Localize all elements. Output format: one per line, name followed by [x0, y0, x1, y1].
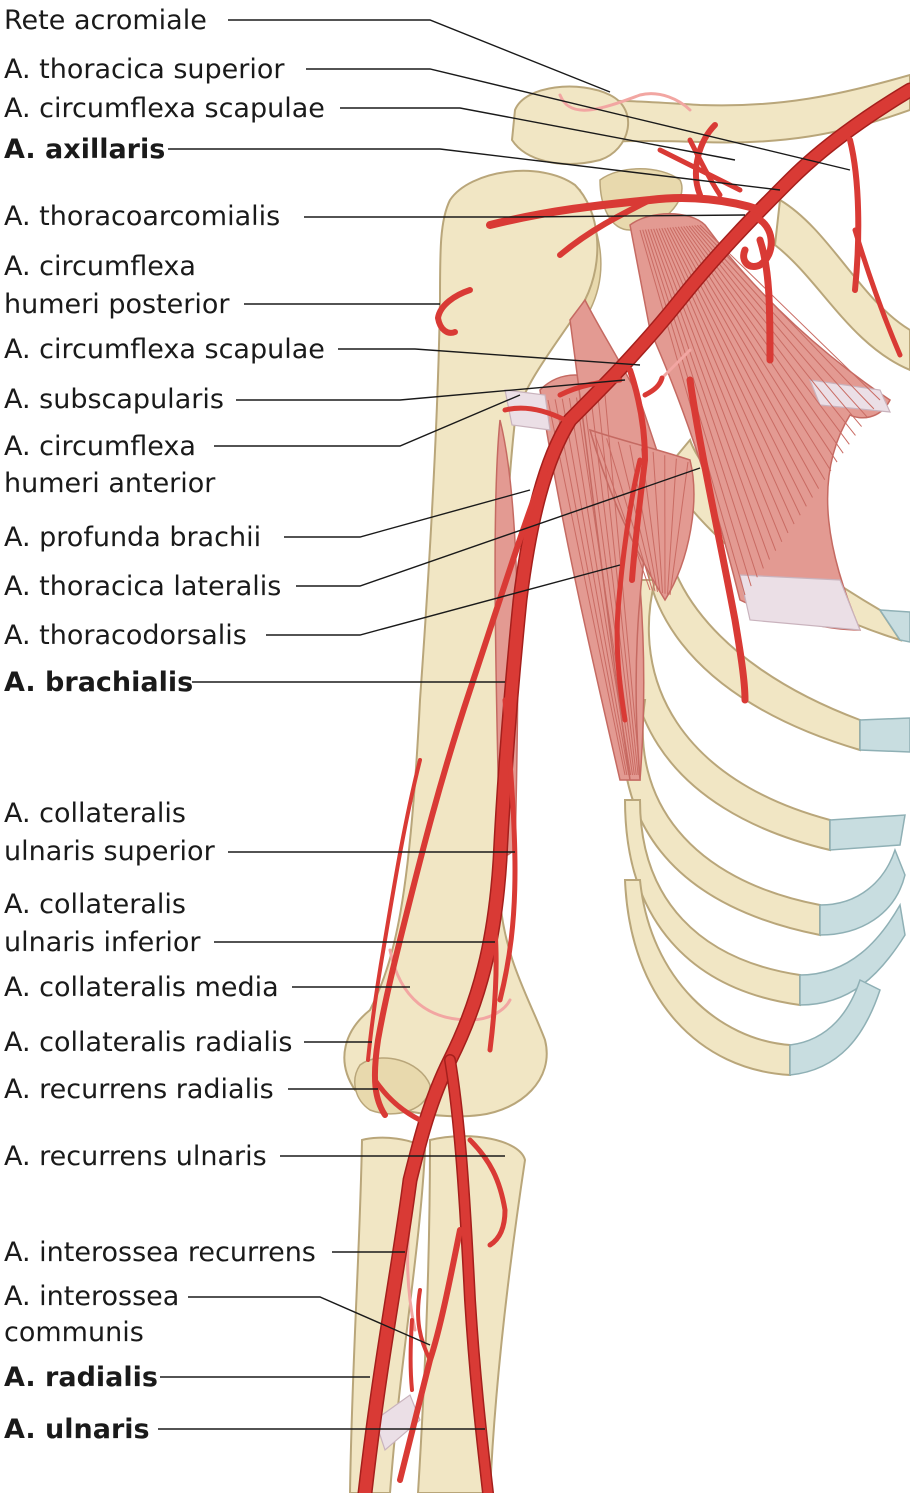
- arteries: [357, 82, 910, 1493]
- subscapularis: [588, 428, 695, 602]
- subscapularis-fibre: [652, 451, 663, 594]
- label-circumflexa-humeri-anterior-1: A. circumflexa: [4, 431, 196, 462]
- rib-cartilage-2: [878, 609, 910, 643]
- latissimus-strip: [569, 298, 661, 781]
- wrist-tendon: [374, 1394, 421, 1452]
- label-circumflexa-humeri-posterior-2: humeri posterior: [4, 289, 230, 320]
- leader-lines: [158, 19, 851, 1430]
- pectoralis-fibre: [644, 229, 758, 578]
- coracobrachialis-fibre: [590, 396, 637, 776]
- label-recurrens-radialis: A. recurrens radialis: [4, 1074, 274, 1105]
- pectoralis-fibre: [664, 227, 801, 516]
- label-profunda-brachii: A. profunda brachii: [4, 522, 261, 553]
- leader-axillaris: [168, 148, 781, 191]
- coracobrachialis-fibre: [568, 398, 632, 776]
- pectoralis-fibre: [658, 228, 789, 534]
- leader-thoracodorsalis: [266, 564, 621, 636]
- subscapularis-fibre: [667, 458, 677, 595]
- label-interossea-communis-2: communis: [4, 1317, 144, 1348]
- pectoralis-fibre: [647, 229, 764, 569]
- pectoralis-fibre: [666, 227, 807, 507]
- label-collateralis-ulnaris-superior-1: A. collateralis: [4, 798, 186, 829]
- label-thoracica-lateralis: A. thoracica lateralis: [4, 571, 281, 602]
- label-circumflexa-scapulae-1: A. circumflexa scapulae: [4, 93, 325, 124]
- leader-circumflexa-scapulae-1: [340, 107, 736, 161]
- label-interossea-recurrens: A. interossea recurrens: [4, 1237, 316, 1268]
- label-collateralis-ulnaris-inferior-1: A. collateralis: [4, 889, 186, 920]
- label-recurrens-ulnaris: A. recurrens ulnaris: [4, 1141, 267, 1172]
- subscapularis-fibre: [594, 434, 651, 591]
- pectoralis-fibre: [661, 227, 795, 525]
- label-circumflexa-scapulae-2: A. circumflexa scapulae: [4, 334, 325, 365]
- rib-1: [773, 198, 910, 372]
- label-thoracica-superior: A. thoracica superior: [4, 54, 285, 85]
- labels: Rete acromiale A. thoracica superior A. …: [4, 5, 325, 1445]
- coracobrachialis-fibre: [547, 399, 626, 776]
- rib-cartilage-7: [789, 978, 881, 1076]
- humerus-shaft: [343, 169, 599, 1118]
- rib-cartilage-6: [799, 902, 906, 1006]
- label-collateralis-media: A. collateralis media: [4, 972, 279, 1003]
- label-interossea-communis-1: A. interossea: [4, 1281, 179, 1312]
- label-collateralis-radialis: A. collateralis radialis: [4, 1027, 292, 1058]
- label-axillaris: A. axillaris: [4, 134, 165, 165]
- label-subscapularis: A. subscapularis: [4, 384, 224, 415]
- rib-cartilage-3: [859, 717, 910, 753]
- rib-cage: [518, 73, 910, 1077]
- pectoralis-fibre: [650, 228, 771, 560]
- leader-profunda-brachii: [284, 489, 531, 538]
- label-brachialis: A. brachialis: [4, 667, 193, 698]
- rib-cartilage-4: [829, 814, 906, 851]
- pectoralis-fibre: [653, 228, 777, 551]
- coracobrachialis-fibre: [561, 398, 630, 776]
- rib-cartilage-5: [819, 847, 906, 936]
- label-rete-acromiale: Rete acromiale: [4, 5, 207, 36]
- label-radialis: A. radialis: [4, 1362, 158, 1393]
- label-circumflexa-humeri-posterior-1: A. circumflexa: [4, 251, 196, 282]
- leader-thoracica-superior: [306, 68, 851, 171]
- label-circumflexa-humeri-anterior-2: humeri anterior: [4, 468, 216, 499]
- label-thoracodorsalis: A. thoracodorsalis: [4, 620, 247, 651]
- leader-subscapularis: [236, 379, 626, 401]
- leader-circumflexa-scapulae-2: [338, 348, 641, 366]
- pectoralis-fibre: [699, 224, 881, 401]
- label-ulnaris: A. ulnaris: [4, 1414, 150, 1445]
- leader-rete-acromiale: [228, 19, 611, 93]
- humerus: [343, 169, 599, 1118]
- label-collateralis-ulnaris-superior-2: ulnaris superior: [4, 836, 216, 867]
- leader-interossea-communis: [188, 1296, 431, 1346]
- label-thoracoarcomialis: A. thoracoarcomialis: [4, 201, 280, 232]
- leader-circumflexa-humeri-anterior: [214, 394, 521, 447]
- leader-thoracica-lateralis: [296, 467, 701, 587]
- label-collateralis-ulnaris-inferior-2: ulnaris inferior: [4, 927, 201, 958]
- pectoralis-minor-insertion: [739, 574, 861, 631]
- pectoralis-fibre: [655, 228, 783, 543]
- pectoralis-minor: [629, 213, 891, 631]
- coracobrachialis-fibre: [554, 399, 628, 776]
- subscapularis-fibre: [669, 461, 689, 596]
- muscles: [494, 213, 891, 862]
- leader-thoracoarcomialis: [304, 214, 746, 218]
- subscapularis-fibre: [629, 445, 658, 592]
- acromion: [510, 85, 629, 165]
